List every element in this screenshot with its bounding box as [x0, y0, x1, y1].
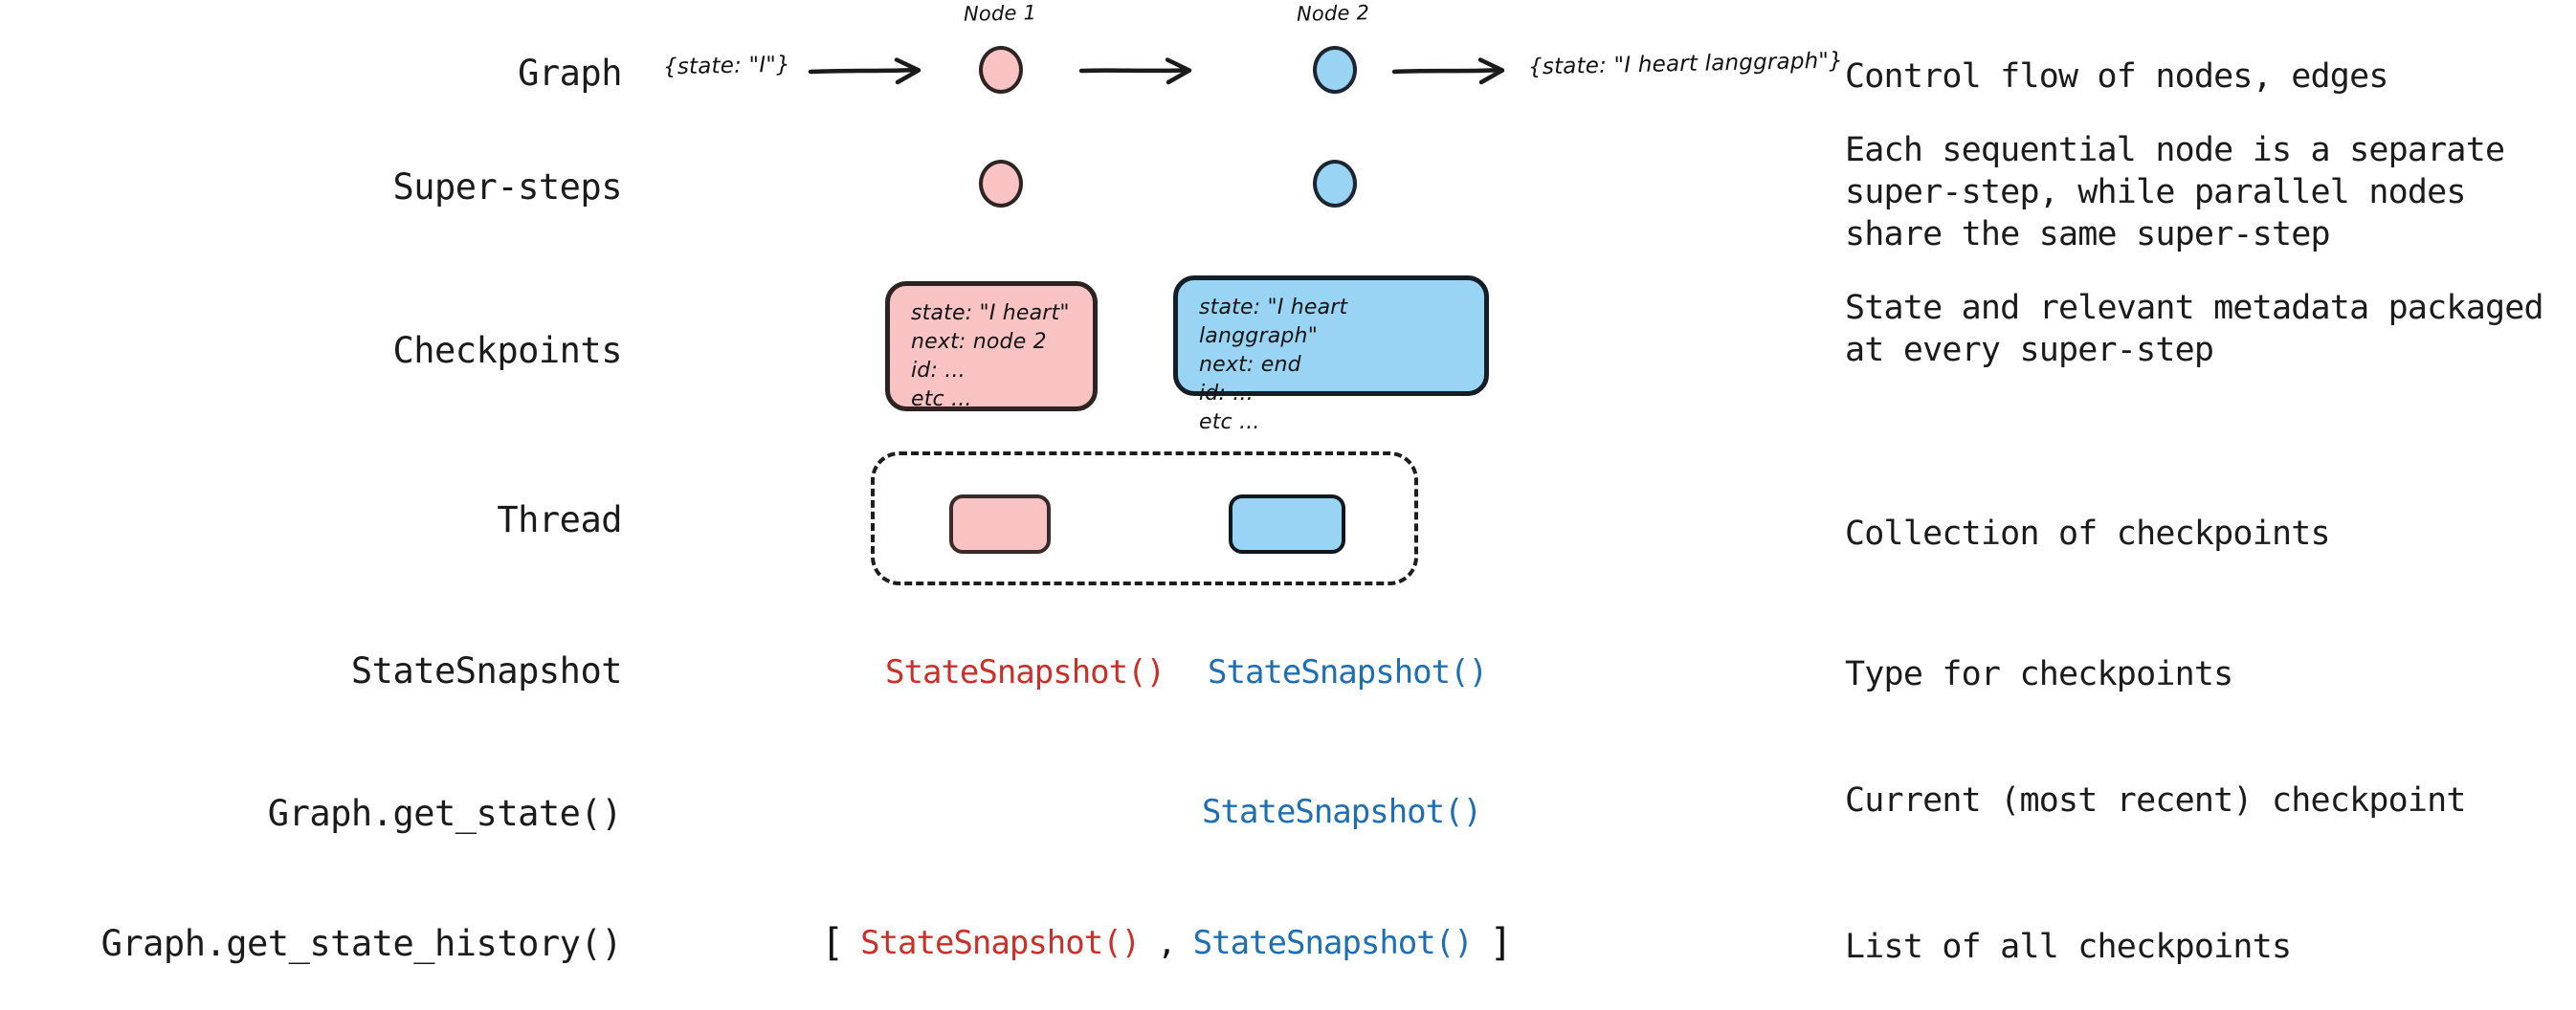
graph-arrow-2	[1078, 57, 1199, 85]
superstep-node-1	[979, 160, 1023, 208]
row-desc-get-state: Current (most recent) checkpoint	[1845, 781, 2467, 820]
get-state-result-snapshot: StateSnapshot()	[1202, 793, 1482, 831]
row-label-graph: Graph	[518, 53, 622, 94]
list-bracket-open: [	[821, 921, 844, 965]
row-desc-statesnapshot: Type for checkpoints	[1845, 655, 2233, 693]
node-1-caption: Node 1	[963, 1, 1037, 26]
graph-output-state-label: {state: "I heart langgraph"}	[1527, 48, 1844, 80]
row-desc-super-steps: Each sequential node is a separate super…	[1845, 131, 2505, 253]
row-desc-graph: Control flow of nodes, edges	[1845, 57, 2388, 96]
get-state-history-result-list: [ StateSnapshot() , StateSnapshot() ]	[821, 921, 1513, 965]
row-label-statesnapshot: StateSnapshot	[350, 650, 623, 692]
thread-checkpoint-chip-2	[1229, 494, 1345, 554]
list-bracket-close: ]	[1489, 921, 1513, 965]
graph-input-state-label: {state: "I"}	[662, 52, 791, 80]
thread-checkpoint-chip-1	[949, 494, 1051, 554]
graph-arrow-3	[1391, 57, 1512, 85]
checkpoint-card-2: state: "I heart langgraph" next: end id:…	[1173, 275, 1489, 434]
row-label-thread: Thread	[497, 499, 622, 540]
list-separator: ,	[1157, 924, 1177, 962]
row-desc-checkpoints: State and relevant metadata packaged at …	[1845, 289, 2544, 369]
statesnapshot-token-red: StateSnapshot()	[885, 653, 1166, 692]
node-2-caption: Node 2	[1296, 1, 1370, 26]
row-label-super-steps: Super-steps	[392, 166, 622, 208]
statesnapshot-token-blue: StateSnapshot()	[1208, 653, 1488, 692]
superstep-node-2	[1313, 160, 1357, 208]
thread-container	[871, 451, 1418, 585]
history-snapshot-blue: StateSnapshot()	[1192, 924, 1474, 962]
history-snapshot-red: StateSnapshot()	[860, 924, 1141, 962]
graph-node-1	[979, 46, 1023, 94]
checkpoint-card-1: state: "I heart" next: node 2 id: ... et…	[885, 281, 1098, 411]
graph-arrow-1	[808, 57, 928, 85]
row-label-get-state: Graph.get_state()	[267, 793, 623, 834]
row-desc-thread: Collection of checkpoints	[1845, 515, 2331, 553]
row-desc-get-state-history: List of all checkpoints	[1845, 928, 2292, 966]
row-label-checkpoints: Checkpoints	[392, 330, 622, 371]
graph-node-2	[1313, 46, 1357, 94]
row-label-get-state-history: Graph.get_state_history()	[100, 923, 623, 964]
